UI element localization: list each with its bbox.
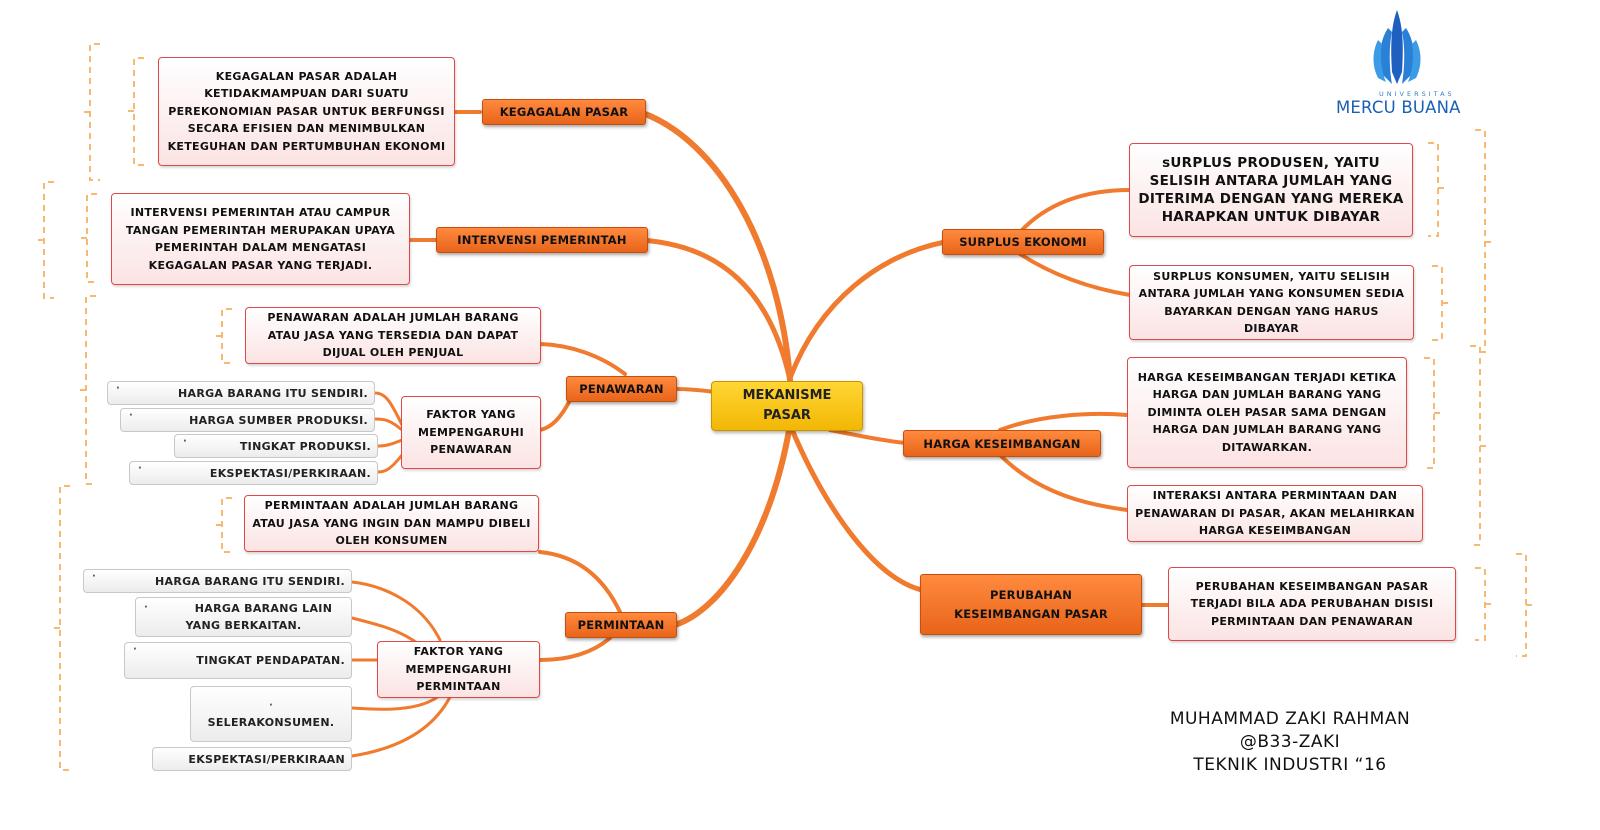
note-harga-keseimbangan: HARGA KESEIMBANGAN TERJADI KETIKA HARGA …: [1127, 357, 1407, 468]
bullet-icon: ·: [268, 700, 274, 711]
mercu-buana-logo-icon: [1373, 10, 1421, 84]
pill-label: EKSPEKTASI/PERKIRAAN: [188, 752, 345, 766]
bullet-icon: ·: [133, 644, 138, 655]
note-interaksi-harga: INTERAKSI ANTARA PERMINTAAN DAN PENAWARA…: [1127, 485, 1423, 542]
author-name: MUHAMMAD ZAKI RAHMAN: [1169, 709, 1411, 729]
pill-label: HARGA BARANG ITU SENDIRI.: [178, 386, 368, 400]
note-kegagalan-pasar: KEGAGALAN PASAR ADALAH KETIDAKMAMPUAN DA…: [158, 57, 455, 166]
pill-label: TINGKAT PENDAPATAN.: [196, 654, 345, 667]
permintaan-faktor-item: · TINGKAT PENDAPATAN.: [124, 642, 352, 679]
logo-subtitle: UNIVERSITAS: [1379, 90, 1455, 98]
note-faktor-penawaran: FAKTOR YANG MEMPENGARUHI PENAWARAN: [401, 396, 541, 469]
branch-harga-keseimbangan[interactable]: HARGA KESEIMBANGAN: [903, 430, 1101, 457]
bullet-icon: ·: [129, 410, 134, 421]
link-perubahan: [787, 422, 925, 593]
pill-label-line2: YANG BERKAITAN.: [185, 619, 302, 632]
penawaran-faktor-item: · TINGKAT PRODUKSI.: [174, 434, 378, 458]
pill-label-line1: HARGA BARANG LAIN: [194, 602, 333, 615]
link-surplus: [787, 239, 948, 381]
link-kegagalan: [637, 109, 793, 383]
pill-label: SELERAKONSUMEN.: [207, 716, 335, 729]
note-perubahan-keseimbangan: PERUBAHAN KESEIMBANGAN PASAR TERJADI BIL…: [1168, 567, 1456, 641]
branch-penawaran[interactable]: PENAWARAN: [566, 376, 677, 402]
pill-label: TINGKAT PRODUKSI.: [239, 439, 371, 453]
author-handle: @B33-ZAKI: [1239, 732, 1341, 752]
branch-permintaan[interactable]: PERMINTAAN: [565, 612, 677, 638]
bullet-icon: ·: [92, 571, 97, 582]
central-topic-line2: PASAR: [763, 408, 811, 423]
branch-perubahan-keseimbangan[interactable]: PERUBAHAN KESEIMBANGAN PASAR: [920, 574, 1142, 635]
note-surplus-konsumen: SURPLUS KONSUMEN, YAITU SELISIH ANTARA J…: [1129, 265, 1414, 340]
penawaran-faktor-item: · HARGA SUMBER PRODUKSI.: [120, 408, 375, 432]
penawaran-faktor-item: · HARGA BARANG ITU SENDIRI.: [107, 381, 375, 405]
pill-label: HARGA SUMBER PRODUKSI.: [189, 413, 368, 427]
note-surplus-produsen: sURPLUS PRODUSEN, YAITU SELISIH ANTARA J…: [1129, 143, 1413, 237]
penawaran-faktor-item: · EKSPEKTASI/PERKIRAAN.: [129, 461, 378, 485]
author-credit: MUHAMMAD ZAKI RAHMAN @B33-ZAKI TEKNIK IN…: [1120, 708, 1460, 777]
author-program: TEKNIK INDUSTRI “16: [1193, 755, 1387, 775]
permintaan-faktor-item: EKSPEKTASI/PERKIRAAN: [152, 747, 352, 771]
bracket: [124, 57, 144, 166]
bullet-icon: ·: [144, 602, 149, 613]
link-intervensi: [637, 237, 793, 383]
bullet-icon: ·: [138, 463, 143, 474]
link-permintaan: [672, 422, 793, 628]
pill-label: HARGA BARANG ITU SENDIRI.: [155, 574, 345, 588]
note-faktor-permintaan: FAKTOR YANG MEMPENGARUHI PERMINTAAN: [377, 641, 540, 698]
link-harga: [828, 428, 907, 445]
permintaan-faktor-item: · HARGA BARANG ITU SENDIRI.: [83, 569, 352, 593]
note-intervensi-pemerintah: INTERVENSI PEMERINTAH ATAU CAMPUR TANGAN…: [111, 193, 410, 285]
logo-name: MERCU BUANA: [1336, 98, 1461, 117]
note-permintaan-definisi: PERMINTAAN ADALAH JUMLAH BARANG ATAU JAS…: [244, 495, 539, 552]
permintaan-faktor-item: · HARGA BARANG LAIN YANG BERKAITAN.: [135, 597, 352, 637]
bullet-icon: ·: [116, 383, 121, 394]
branch-kegagalan-pasar[interactable]: KEGAGALAN PASAR: [482, 99, 646, 125]
branch-intervensi-pemerintah[interactable]: INTERVENSI PEMERINTAH: [436, 227, 648, 253]
note-penawaran-definisi: PENAWARAN ADALAH JUMLAH BARANG ATAU JASA…: [245, 307, 541, 364]
central-topic-line1: MEKANISME: [742, 388, 832, 403]
link-penawaran: [673, 387, 717, 394]
pill-label: EKSPEKTASI/PERKIRAAN.: [209, 466, 371, 480]
branch-surplus-ekonomi[interactable]: SURPLUS EKONOMI: [942, 229, 1104, 255]
central-topic[interactable]: MEKANISME PASAR: [711, 381, 863, 431]
permintaan-faktor-item: · SELERAKONSUMEN.: [190, 686, 352, 742]
bullet-icon: ·: [183, 436, 188, 447]
